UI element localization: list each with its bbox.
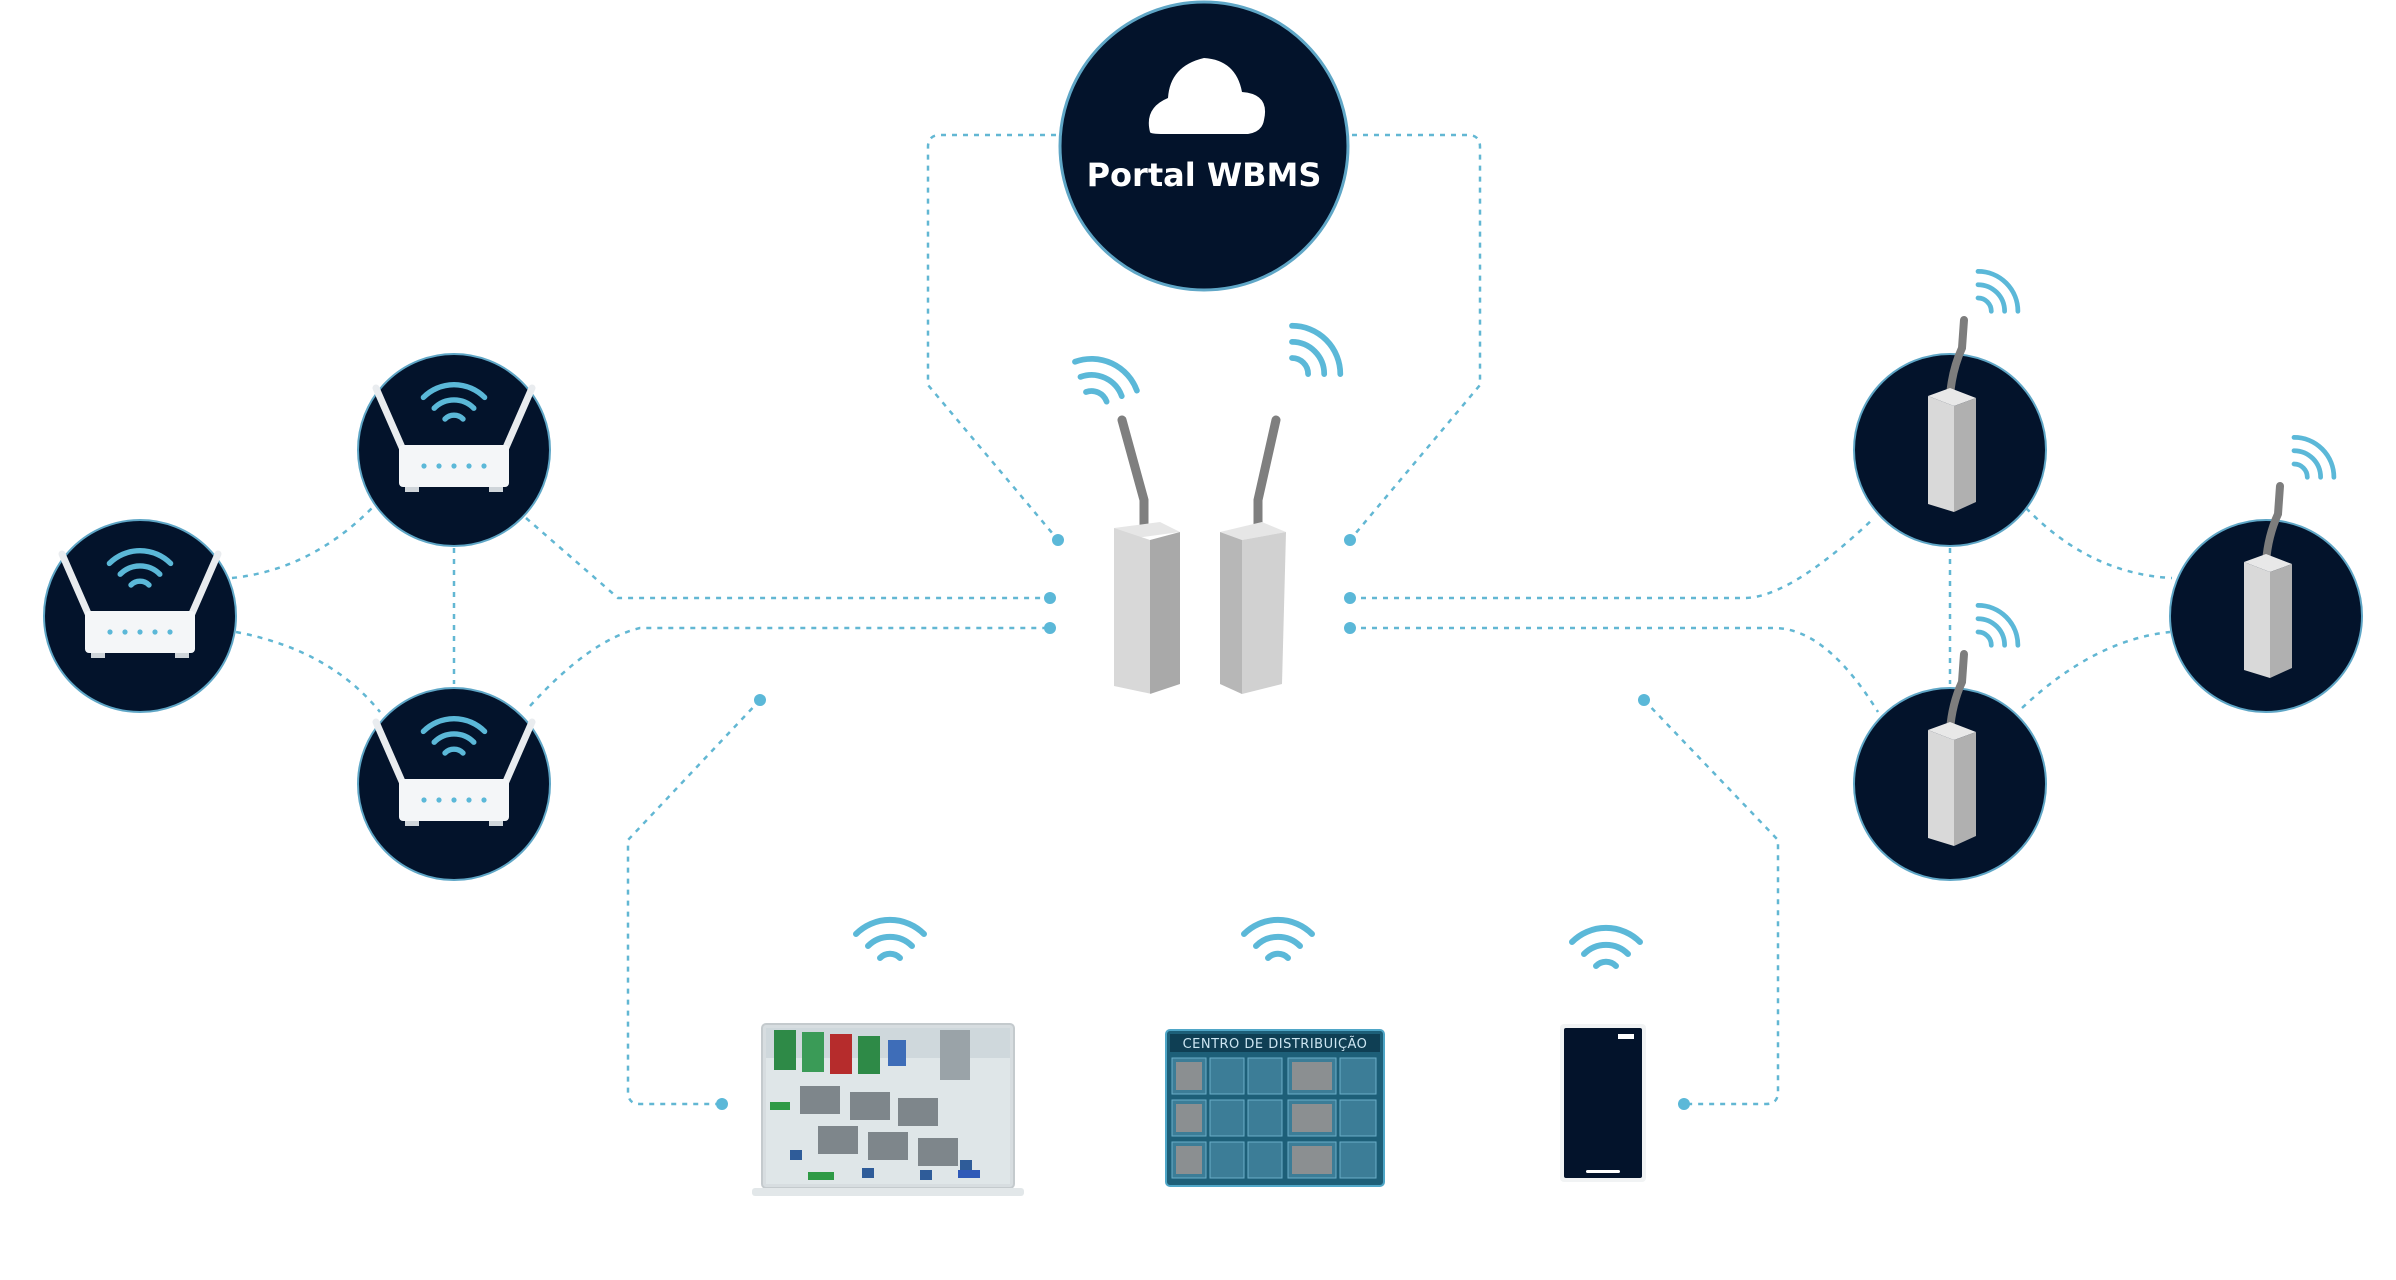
wifi-signal-icon (1978, 605, 2018, 645)
wifi-icon (1572, 928, 1640, 966)
sensor-node (2169, 437, 2363, 713)
wifi-icon (1244, 920, 1312, 958)
wifi-signal-icon (1978, 271, 2018, 311)
cloud-title: Portal WBMS (1087, 156, 1322, 194)
tablet-icon: CENTRO DE DISTRIBUIÇÃO (1165, 1029, 1385, 1187)
cloud-icon (1148, 58, 1266, 134)
sensor-icon (2244, 486, 2292, 678)
connection-endpoints (716, 534, 1690, 1110)
wifi-icon (856, 920, 924, 958)
cloud-node: Portal WBMS (1058, 0, 1350, 292)
connection-lines (231, 133, 2173, 1106)
dashboard-title: CENTRO DE DISTRIBUIÇÃO (1183, 1036, 1368, 1052)
router-node (43, 519, 237, 713)
router-node (357, 353, 551, 547)
sensor-icon (1928, 654, 1976, 846)
smartphone-icon (1560, 1024, 1646, 1182)
laptop-icon (752, 1023, 1024, 1196)
sensor-node (1853, 271, 2047, 547)
router-node (357, 687, 551, 881)
wifi-signal-icon (2294, 437, 2334, 477)
gateway-antenna-icon (1075, 326, 1340, 694)
sensor-icon (1928, 320, 1976, 512)
sensor-node (1853, 605, 2047, 881)
